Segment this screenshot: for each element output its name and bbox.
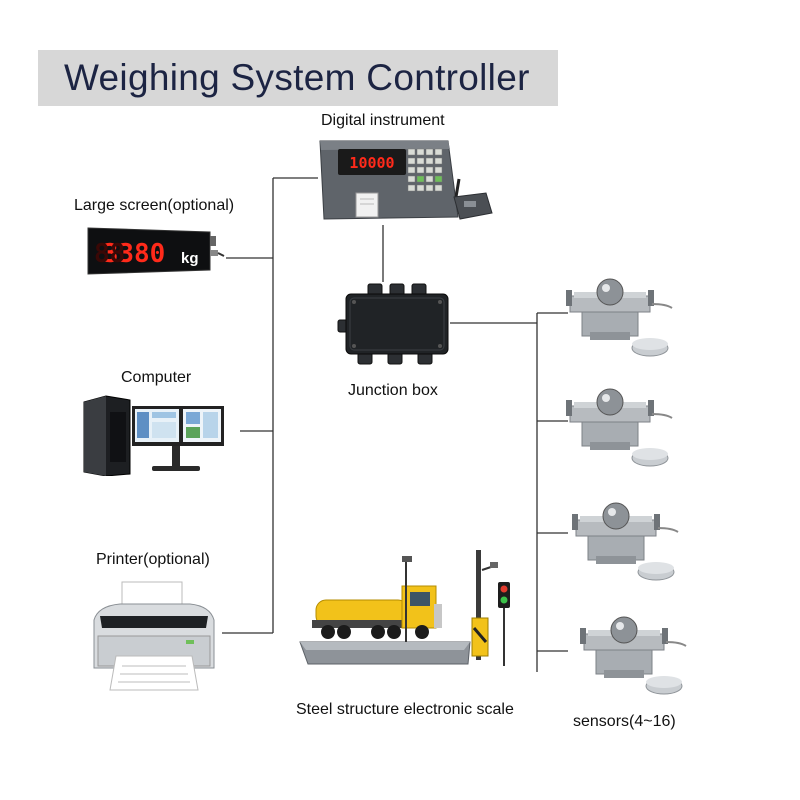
steel-structure-scale <box>299 550 510 666</box>
load-cell-sensor-1 <box>566 278 673 357</box>
junction-box <box>337 283 449 365</box>
diagram-title: Weighing System Controller <box>64 57 530 98</box>
title-banner: Weighing System Controller <box>38 50 558 106</box>
instrument-reading: 10000 <box>349 154 394 172</box>
label-computer: Computer <box>121 369 192 386</box>
monitor-left <box>132 406 182 446</box>
pc-tower <box>83 395 131 476</box>
digital-instrument: 10000 <box>319 140 493 220</box>
large-screen-display: 3380 88 kg <box>87 227 225 275</box>
barrier-gate <box>471 550 489 660</box>
printer <box>93 581 215 691</box>
label-large-screen: Large screen(optional) <box>74 197 235 214</box>
instrument-keypad <box>407 148 443 192</box>
label-digital-instrument: Digital instrument <box>321 112 445 129</box>
label-scale: Steel structure electronic scale <box>296 701 514 718</box>
computer <box>83 395 224 476</box>
load-cell-sensor-3 <box>572 502 679 581</box>
large-screen-unit: kg <box>181 250 199 267</box>
load-cell-sensor-2 <box>566 388 673 467</box>
printer-paper-out <box>109 655 199 691</box>
camera-pole <box>402 556 498 642</box>
printer-slot <box>355 192 379 218</box>
instrument-display <box>338 149 406 175</box>
label-junction-box: Junction box <box>348 382 438 399</box>
monitor-right <box>180 406 224 446</box>
large-screen-reading: 3380 <box>103 239 166 269</box>
traffic-light <box>498 582 510 666</box>
svg-text:88: 88 <box>94 239 125 269</box>
truck <box>312 585 442 639</box>
wireless-module <box>453 178 493 220</box>
load-cell-sensor-4 <box>580 616 687 695</box>
label-sensors: sensors(4~16) <box>573 713 676 730</box>
label-printer: Printer(optional) <box>96 551 210 568</box>
